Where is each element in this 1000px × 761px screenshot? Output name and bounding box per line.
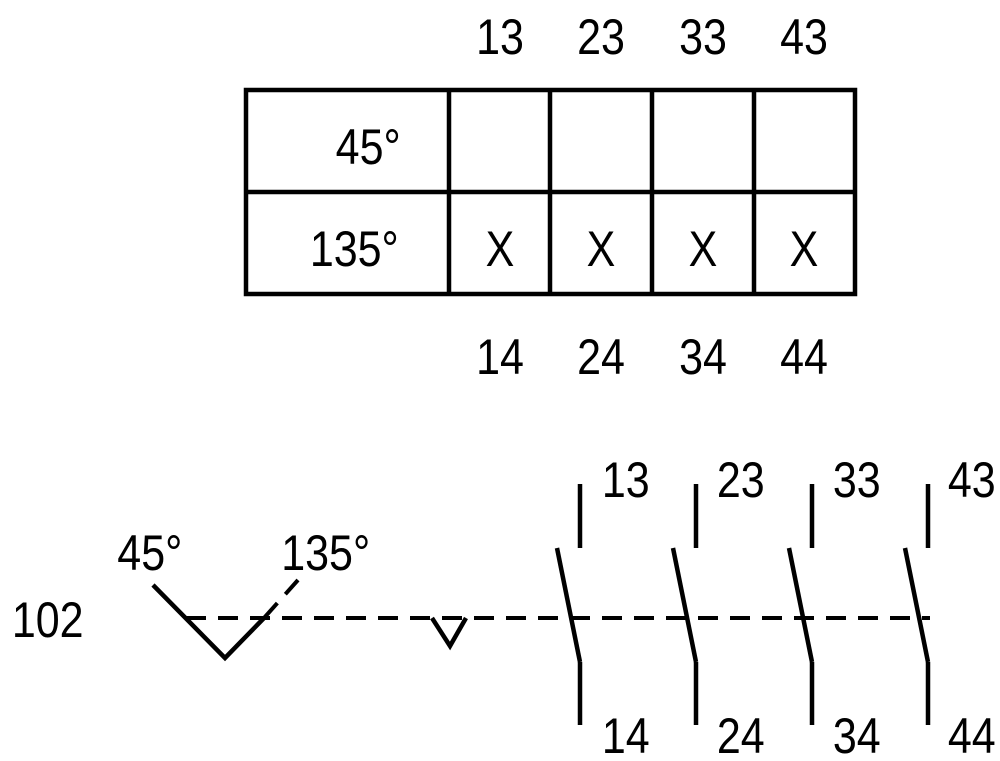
table-top-terminal-label: 33 [679, 9, 727, 65]
contact-23-24: 23 24 [670, 452, 765, 761]
table-position-label: 45° [336, 119, 401, 175]
contact-top-label: 43 [948, 452, 996, 508]
contact-bottom-label: 14 [602, 708, 650, 761]
table-position-label: 135° [310, 221, 399, 277]
table-cell-mark: X [790, 221, 819, 277]
contact-blade [670, 547, 699, 663]
detent-notch [430, 616, 468, 651]
table-cell-mark: X [689, 221, 718, 277]
table-top-terminal-label: 43 [780, 9, 828, 65]
contact-43-44: 43 44 [902, 452, 996, 761]
contact-13-14: 13 14 [554, 452, 650, 761]
actuator-dashed-link [262, 578, 300, 620]
contact-33-34: 33 34 [786, 452, 881, 761]
contact-blade [902, 547, 931, 663]
table-bottom-terminal-label: 44 [780, 329, 828, 385]
table-top-terminal-label: 23 [577, 9, 625, 65]
table-bottom-terminal-label: 14 [476, 329, 524, 385]
contact-bottom-label: 44 [948, 708, 996, 761]
position-label-left: 45° [117, 525, 182, 581]
table-top-terminal-label: 13 [476, 9, 524, 65]
actuator-symbol [151, 583, 266, 662]
contact-top-label: 23 [717, 452, 765, 508]
contact-blade [554, 547, 583, 663]
switch-schematic: 102 45° 135° 13 14 23 24 [12, 452, 996, 761]
contact-blade [786, 547, 815, 663]
contact-bottom-label: 24 [717, 708, 765, 761]
contact-bottom-label: 34 [833, 708, 881, 761]
position-table: 13 23 33 43 45° 135° X X X X 14 24 34 44 [243, 9, 858, 385]
contact-top-label: 13 [602, 452, 650, 508]
table-cell-mark: X [486, 221, 515, 277]
contact-top-label: 33 [833, 452, 881, 508]
table-cell-mark: X [587, 221, 616, 277]
device-label: 102 [12, 592, 84, 648]
position-label-right: 135° [281, 525, 370, 581]
table-bottom-terminal-label: 34 [679, 329, 727, 385]
table-bottom-terminal-label: 24 [577, 329, 625, 385]
